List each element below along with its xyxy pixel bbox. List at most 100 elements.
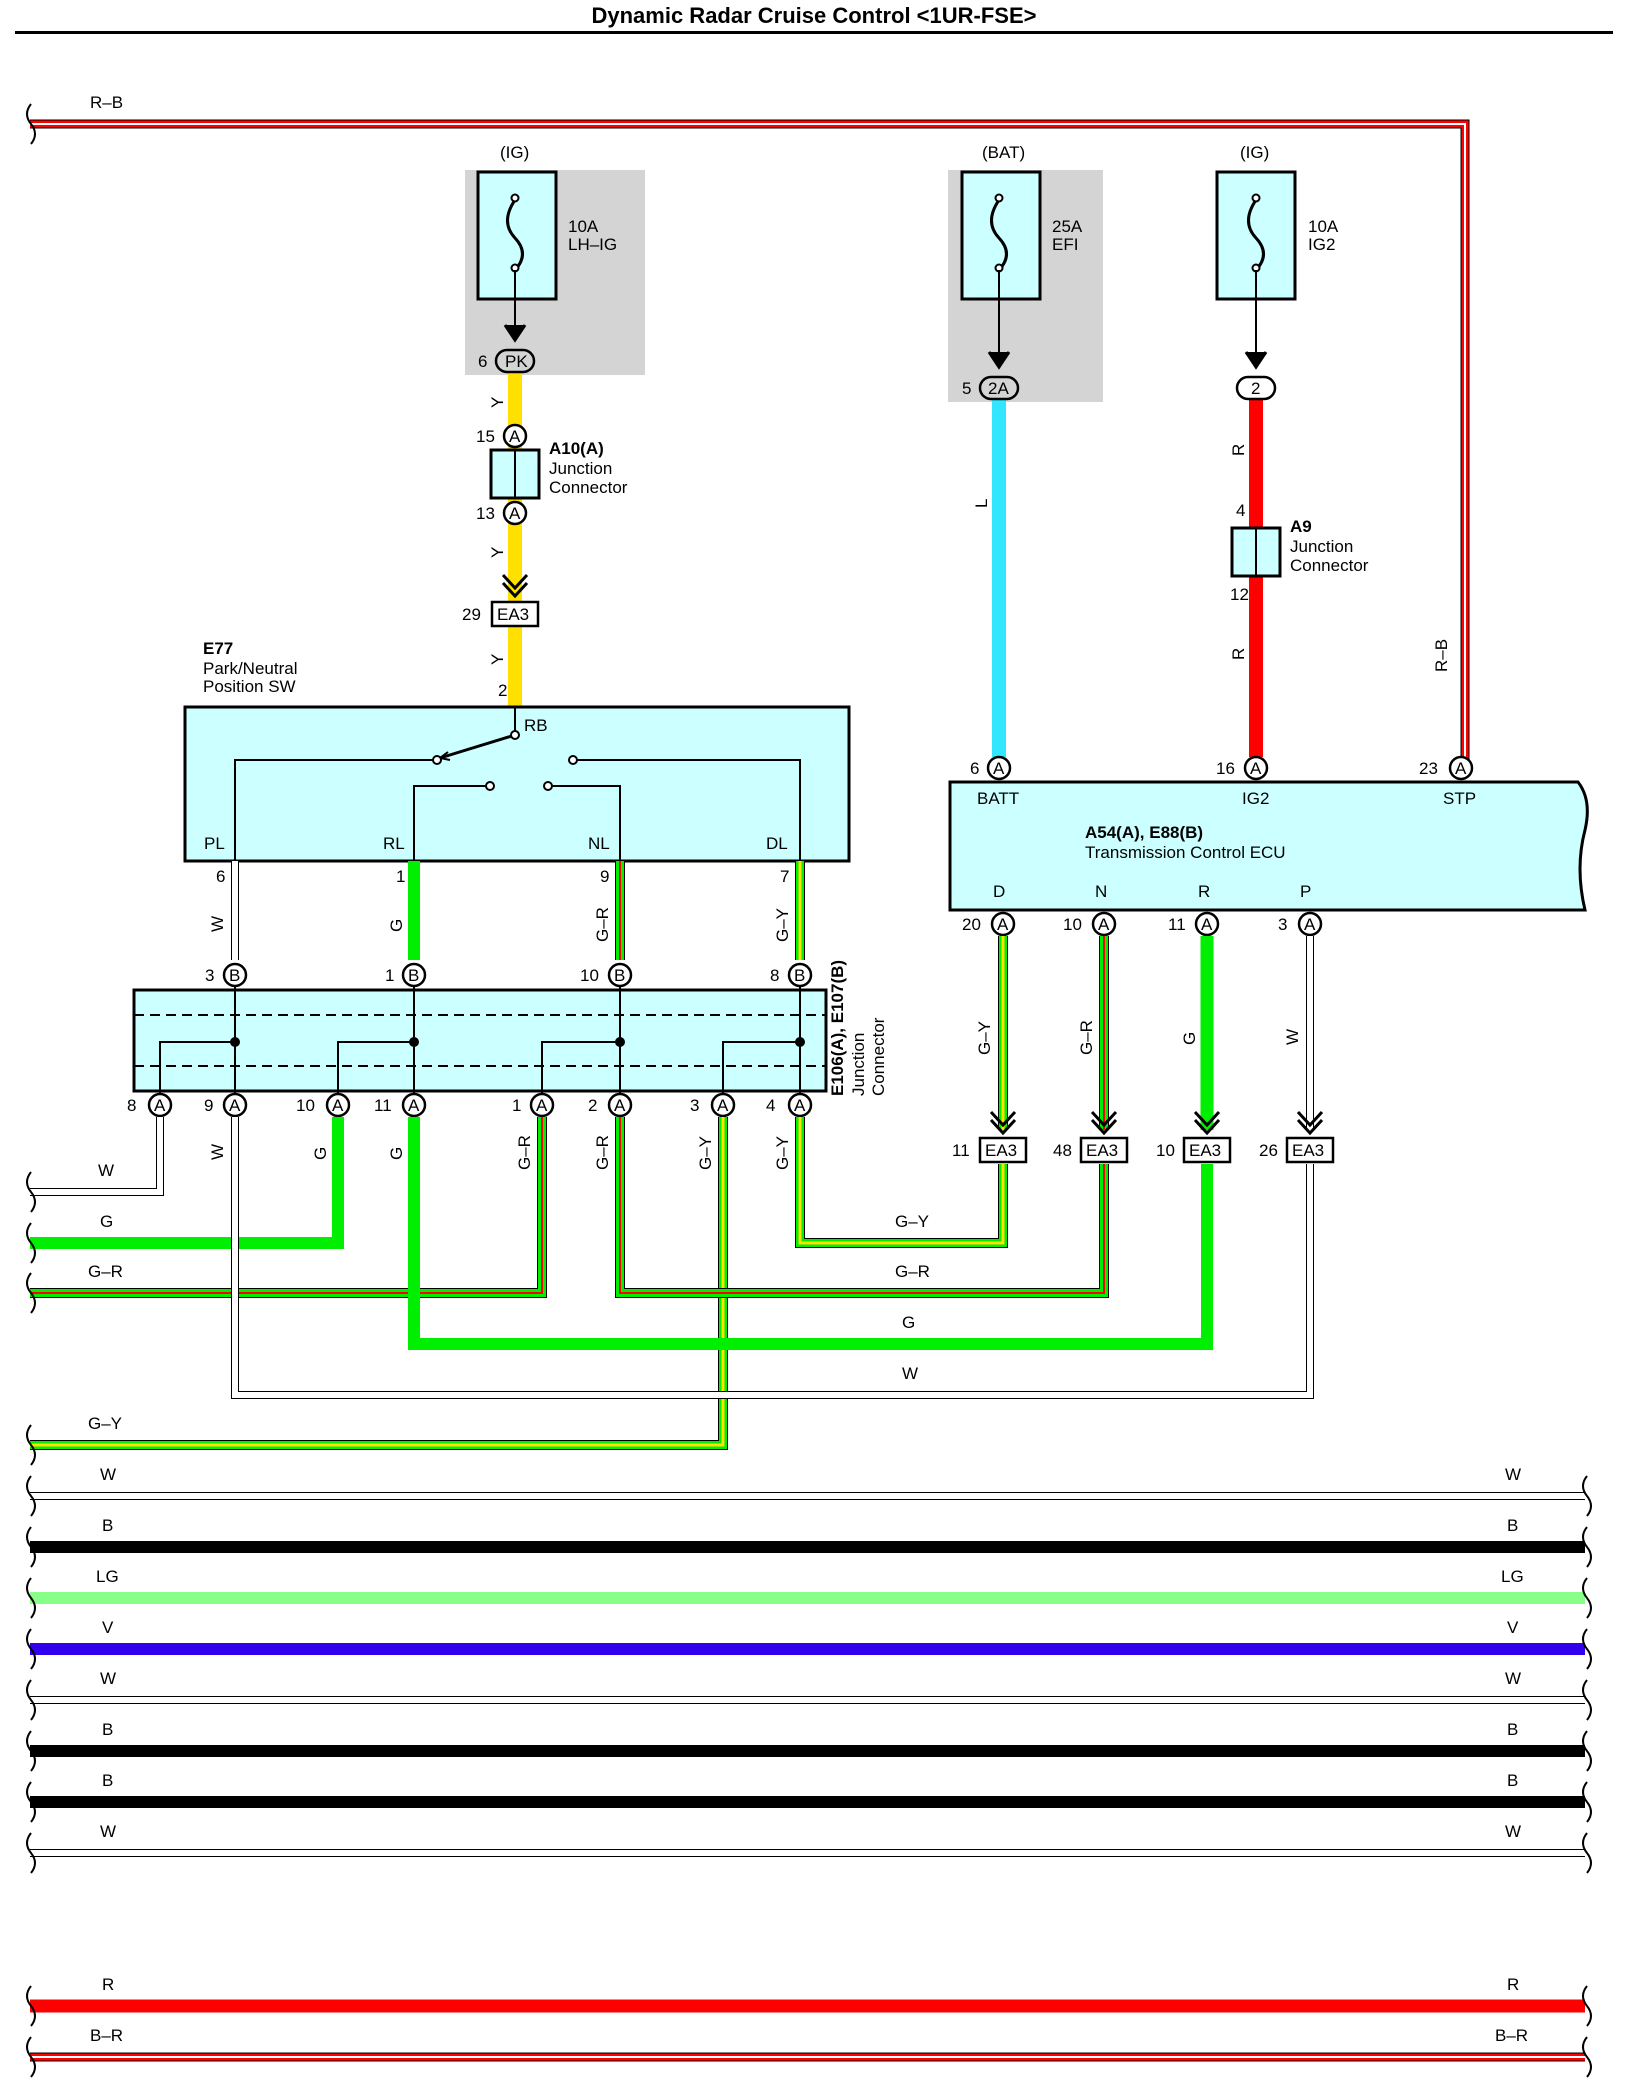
terminal-name: BATT: [977, 789, 1019, 808]
pin-number: 10: [296, 1096, 315, 1115]
wire-gy-left: [30, 1117, 728, 1450]
wire-label: G–R: [895, 1262, 930, 1281]
terminal-name: PL: [204, 834, 225, 853]
pin-number: 10: [1156, 1141, 1175, 1160]
pin-number: 48: [1053, 1141, 1072, 1160]
connector-pk: [494, 348, 536, 374]
pin-number: 26: [1259, 1141, 1278, 1160]
wire-label: G–R: [515, 1135, 534, 1170]
wire-label: R: [1229, 648, 1248, 660]
pin-letter: A: [332, 1096, 344, 1115]
connector-ea3: [490, 573, 540, 628]
pin-number: 1: [385, 966, 394, 985]
wire-label: G–Y: [773, 908, 792, 942]
wire-label: G–R: [88, 1262, 123, 1281]
wire-label: L: [972, 499, 991, 508]
fuse-efi: [948, 170, 1103, 402]
terminal-name: R: [1198, 882, 1210, 901]
wire-label: G–Y: [975, 1021, 994, 1055]
component-name: Transmission Control ECU: [1085, 843, 1286, 862]
e77-switch-box: [183, 705, 851, 863]
pin-number: 16: [1216, 759, 1235, 778]
pin-letter: A: [509, 504, 521, 523]
pin-letter: A: [717, 1096, 729, 1115]
wire-w-left: [30, 1117, 164, 1196]
terminal-name: DL: [766, 834, 788, 853]
pin-letter: A: [993, 759, 1005, 778]
wire-label: B: [102, 1720, 113, 1739]
terminal-name: IG2: [1242, 789, 1269, 808]
pin-letter: A: [1455, 759, 1467, 778]
pin-number: 9: [204, 1096, 213, 1115]
wire-label: G–R: [593, 1135, 612, 1170]
fuse-source: (IG): [1240, 143, 1269, 162]
wire-label: B–R: [90, 2026, 123, 2045]
connector-code: 2A: [988, 379, 1009, 398]
wire-g-ea3: [408, 1117, 1213, 1350]
wire-label: R: [1229, 444, 1248, 456]
fuse-rating: 10A: [568, 217, 599, 236]
connector-code: EA3: [1086, 1141, 1118, 1160]
wire-label: W: [208, 1144, 227, 1160]
connector-2: [1235, 375, 1277, 401]
connector-code: EA3: [985, 1141, 1017, 1160]
pin-number: 23: [1419, 759, 1438, 778]
connector-code: EA3: [1292, 1141, 1324, 1160]
terminal-name: RL: [383, 834, 405, 853]
connector-code: EA3: [1189, 1141, 1221, 1160]
wire-label: B: [102, 1771, 113, 1790]
component-name: Position SW: [203, 677, 296, 696]
wire-label: B: [1507, 1720, 1518, 1739]
pin-letter: A: [614, 1096, 626, 1115]
pin-number: 11: [1168, 915, 1186, 934]
wire-label: R: [1507, 1975, 1519, 1994]
connector-code: PK: [505, 352, 528, 371]
terminal-name: STP: [1443, 789, 1476, 808]
fuse-ig2: [1215, 170, 1297, 370]
wire-label: W: [100, 1669, 116, 1688]
pin-letter: A: [1098, 915, 1110, 934]
fuse-rating: 25A: [1052, 217, 1083, 236]
wire-label: LG: [96, 1567, 119, 1586]
wire-w-ea3: [231, 1117, 1314, 1399]
connector-code: EA3: [497, 605, 529, 624]
wire-label: R–B: [90, 93, 123, 112]
wire-label: W: [1505, 1465, 1521, 1484]
pin-number: 3: [205, 966, 214, 985]
pin-number: 15: [476, 427, 495, 446]
wire-label: W: [98, 1161, 114, 1180]
pin-letter: A: [154, 1096, 166, 1115]
wire-label: B: [1507, 1516, 1518, 1535]
wire-label: V: [1507, 1618, 1519, 1637]
component-name: Connector: [549, 478, 628, 497]
wire-label: W: [100, 1822, 116, 1841]
wire-label: Y: [488, 547, 507, 558]
wire-label: G–Y: [88, 1414, 122, 1433]
wire-label: B: [102, 1516, 113, 1535]
break-marks-left: [26, 1171, 36, 1466]
wire-label: Y: [488, 397, 507, 408]
wire-g-left: [30, 1117, 344, 1249]
pin-number: 11: [374, 1096, 392, 1115]
fuse-name: LH–IG: [568, 235, 617, 254]
break-mark: [26, 103, 36, 145]
component-name: Junction: [549, 459, 612, 478]
connector-code: 2: [1251, 379, 1260, 398]
wire-label: G: [387, 1147, 406, 1160]
wire-label: G–Y: [895, 1212, 929, 1231]
wire-label: B–R: [1495, 2026, 1528, 2045]
wire-label: W: [208, 916, 227, 932]
pin-number: 6: [970, 759, 979, 778]
pin-letter: B: [614, 966, 625, 985]
pin-letter: A: [794, 1096, 806, 1115]
page-title: Dynamic Radar Cruise Control <1UR-FSE>: [591, 3, 1037, 28]
pin-number: 3: [690, 1096, 699, 1115]
pin-number: 2: [498, 681, 507, 700]
wire-label: G–R: [1077, 1020, 1096, 1055]
wire-label: LG: [1501, 1567, 1524, 1586]
pin-letter: B: [229, 966, 240, 985]
pin-letter: A: [1201, 915, 1213, 934]
junction-e106: [132, 962, 828, 1118]
pin-number: 13: [476, 504, 495, 523]
pin-letter: B: [794, 966, 805, 985]
